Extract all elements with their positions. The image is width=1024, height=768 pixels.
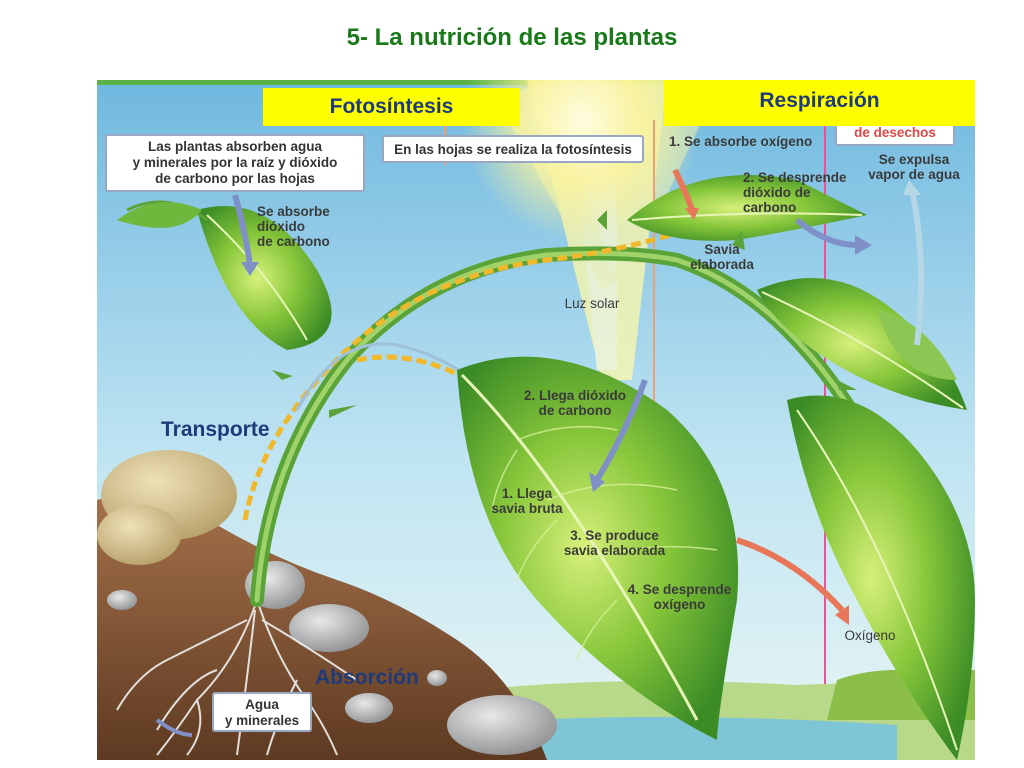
absorb-co2-line-3: de carbono [257, 234, 330, 249]
elaborated-sap-line-1: Savia [704, 242, 740, 257]
co2-arrives-line-2: de carbono [538, 403, 612, 418]
expel-vapor-label: Se expulsa vapor de agua [859, 152, 969, 182]
photosynthesis-leaves-box: En las hojas se realiza la fotosíntesis [382, 135, 644, 163]
roots-absorb-box: Las plantas absorben agua y minerales po… [105, 134, 365, 192]
absorb-co2-line-1: Se absorbe [257, 204, 330, 219]
release-oxygen-line-2: oxígeno [653, 597, 706, 612]
roots-absorb-line-2: y minerales por la raíz y dióxido [132, 155, 338, 170]
absorb-co2-label: Se absorbe dióxido de carbono [257, 204, 345, 249]
raw-sap-line-1: 1. Llega [501, 486, 553, 501]
plant-nutrition-illustration: Las plantas absorben agua y minerales po… [97, 80, 975, 760]
release-oxygen-line-1: 4. Se desprende [627, 582, 732, 597]
absorption-label: Absorción [315, 666, 419, 689]
release-co2-line-1: 2. Se desprende [743, 170, 847, 185]
roots-absorb-line-3: de carbono por las hojas [155, 171, 315, 186]
absorb-oxygen-label: 1. Se absorbe oxígeno [669, 134, 813, 149]
sunlight-label: Luz solar [564, 296, 620, 311]
produce-sap-line-2: savia elaborada [563, 543, 666, 558]
release-co2-line-3: carbono [743, 200, 797, 215]
release-oxygen-label: 4. Se desprende oxígeno [617, 582, 742, 612]
absorb-co2-line-2: dióxido [257, 219, 305, 234]
produce-sap-line-1: 3. Se produce [570, 528, 659, 543]
co2-arrives-label: 2. Llega dióxido de carbono [515, 388, 635, 418]
photosynthesis-leaves-text: En las hojas se realiza la fotosíntesis [394, 142, 632, 157]
water-line: Agua [245, 697, 279, 712]
transport-label: Transporte [161, 418, 270, 441]
expel-vapor-line-1: Se expulsa [878, 152, 950, 167]
raw-sap-line-2: savia bruta [491, 501, 563, 516]
release-co2-line-2: dióxido de [743, 185, 811, 200]
minerals-line: y minerales [224, 713, 300, 728]
photosynthesis-header: Fotosíntesis [263, 88, 520, 126]
expel-vapor-line-2: vapor de agua [868, 167, 960, 182]
elaborated-sap-label: Savia elaborada [677, 242, 767, 272]
co2-arrives-line-1: 2. Llega dióxido [523, 388, 626, 403]
oxygen-label: Oxígeno [844, 628, 896, 643]
water-minerals-box: Agua y minerales [212, 692, 312, 732]
waste-text: de desechos [854, 125, 936, 140]
raw-sap-label: 1. Llega savia bruta [477, 486, 577, 516]
respiration-header-text: Respiración [759, 89, 880, 112]
photosynthesis-header-text: Fotosíntesis [329, 95, 454, 118]
roots-absorb-line-1: Las plantas absorben agua [147, 139, 323, 154]
page-title: 5- La nutrición de las plantas [346, 24, 678, 51]
release-co2-label: 2. Se desprende dióxido de carbono [743, 170, 863, 215]
produce-sap-label: 3. Se produce savia elaborada [552, 528, 677, 558]
elaborated-sap-line-2: elaborada [690, 257, 754, 272]
respiration-header: Respiración [664, 80, 975, 126]
